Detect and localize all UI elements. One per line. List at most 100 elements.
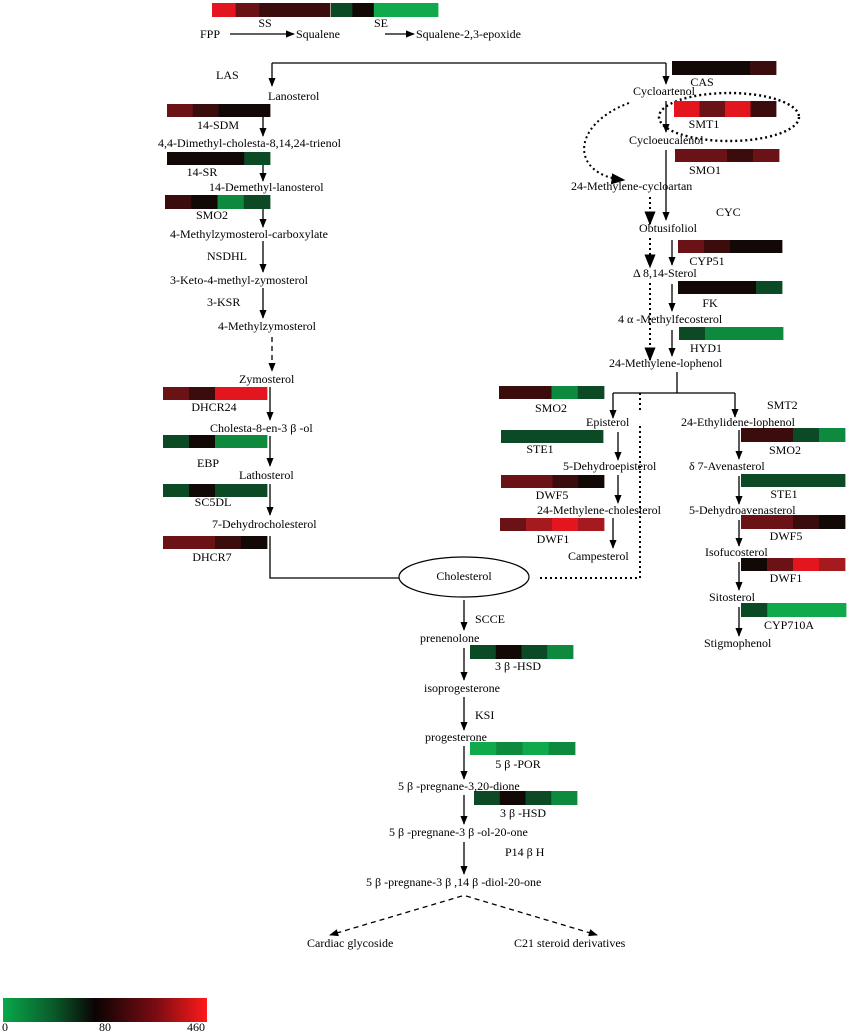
heatmap-cell bbox=[819, 515, 846, 529]
metabolite-stigmophenol: Stigmophenol bbox=[704, 636, 772, 650]
heatmap-cell bbox=[470, 742, 497, 755]
metabolite-isofucosterol: Isofucosterol bbox=[705, 545, 768, 559]
enzyme-hyd1: HYD1 bbox=[690, 341, 722, 355]
metabolite-cholesta: Cholesta-8-en-3 β -ol bbox=[210, 421, 313, 435]
heatmap-cell bbox=[243, 195, 271, 209]
metabolite-pregnane-diol: 5 β -pregnane-3 β ,14 β -diol-20-one bbox=[366, 875, 541, 889]
color-scale-tick: 80 bbox=[99, 1020, 111, 1033]
metabolite-dehydroepisterol: 5-Dehydroepisterol bbox=[563, 459, 657, 473]
heatmap-cell bbox=[163, 536, 190, 549]
enzyme-smo2-left: SMO2 bbox=[196, 208, 228, 222]
heatmap-cell bbox=[244, 152, 271, 165]
enzyme-sdm14: 14-SDM bbox=[197, 118, 239, 132]
heatmap-cell bbox=[741, 558, 768, 571]
heatmap-cell bbox=[215, 536, 242, 549]
heatmap-cell bbox=[192, 104, 219, 117]
heatmap-cell bbox=[241, 536, 268, 549]
heatmap-cell bbox=[189, 435, 216, 448]
dashed-arrow bbox=[465, 895, 598, 937]
enzyme-hsd3b-1: 3 β -HSD bbox=[495, 659, 541, 673]
heatmap-cell bbox=[750, 61, 777, 75]
metabolite-cycloartenol: Cycloartenol bbox=[633, 84, 696, 98]
heatmap-cell bbox=[767, 558, 794, 571]
heatmap-cell bbox=[577, 430, 604, 443]
heatmap-cell bbox=[704, 281, 731, 294]
heatmap-cell bbox=[793, 474, 820, 487]
heatmap-cell bbox=[525, 791, 552, 805]
enzyme-cyp710a: CYP710A bbox=[764, 618, 814, 632]
enzyme-sr14: 14-SR bbox=[187, 165, 218, 179]
enzyme-ste1-right: STE1 bbox=[770, 487, 797, 501]
heatmap-cell bbox=[526, 518, 553, 531]
heatmap-cell bbox=[725, 101, 751, 117]
heatmap-cell bbox=[191, 195, 218, 209]
heatmap-cell bbox=[163, 484, 190, 497]
metabolite-methylfecosterol: 4 α -Methylfecosterol bbox=[618, 312, 723, 326]
enzyme-smt1: SMT1 bbox=[689, 117, 720, 131]
enzyme-por5b: 5 β -POR bbox=[495, 757, 540, 771]
enzyme-ksr3: 3-KSR bbox=[207, 295, 240, 309]
heatmap-cell bbox=[730, 281, 757, 294]
heatmap-cell bbox=[167, 152, 194, 165]
heatmap-cell bbox=[306, 3, 331, 17]
enzyme-dhcr7: DHCR7 bbox=[192, 550, 231, 564]
heatmap-cell bbox=[767, 515, 794, 529]
heatmap-cell bbox=[217, 195, 245, 209]
metabolite-delta-sterol: Δ 8,14-Sterol bbox=[633, 266, 697, 280]
heatmap-cell bbox=[167, 104, 194, 117]
heatmap-cell bbox=[577, 386, 605, 399]
heatmap-cell bbox=[767, 474, 794, 487]
metabolite-isoprogesterone: isoprogesterone bbox=[424, 681, 500, 695]
enzyme-ste1-mid: STE1 bbox=[526, 442, 553, 456]
metabolite-pregnane-olone: 5 β -pregnane-3 β -ol-20-one bbox=[389, 825, 528, 839]
heatmap-cell bbox=[373, 3, 396, 17]
heatmap-cell bbox=[741, 603, 768, 617]
heatmap-cell bbox=[416, 3, 439, 17]
metabolite-squalene: Squalene bbox=[296, 27, 340, 41]
heatmap-cell bbox=[727, 149, 754, 162]
enzyme-se: SE bbox=[374, 16, 388, 30]
metabolite-ethylidene-lophenol: 24-Ethylidene-lophenol bbox=[681, 415, 796, 429]
heatmap-cell bbox=[163, 435, 190, 448]
enzyme-cyc: CYC bbox=[716, 205, 741, 219]
heatmap-cell bbox=[218, 152, 245, 165]
metabolite-dehydroavenasterol: 5-Dehydroavenasterol bbox=[689, 503, 796, 517]
metabolite-methylene-lophenol: 24-Methylene-lophenol bbox=[609, 356, 723, 370]
heatmap-cell bbox=[699, 101, 726, 117]
heatmap-cell bbox=[395, 3, 417, 17]
heatmap-cell bbox=[241, 484, 268, 497]
cholesterol-ellipse bbox=[398, 556, 530, 598]
enzyme-cyp51: CYP51 bbox=[689, 254, 724, 268]
metabolite-lathosterol: Lathosterol bbox=[239, 468, 294, 482]
heatmap-cell bbox=[526, 475, 553, 488]
smt1-highlight-ellipse bbox=[657, 91, 801, 143]
heatmap-cell bbox=[218, 104, 245, 117]
dotted-arrow bbox=[583, 102, 630, 185]
heatmap-cell bbox=[678, 240, 705, 253]
heatmap-cell bbox=[235, 3, 260, 17]
heatmap-cell bbox=[501, 475, 528, 488]
heatmap-cell bbox=[675, 149, 702, 162]
heatmap-cell bbox=[793, 558, 820, 571]
metabolite-keto: 3-Keto-4-methyl-zymosterol bbox=[170, 273, 309, 287]
enzyme-dwf1-right: DWF1 bbox=[770, 571, 803, 585]
heatmap-cell bbox=[241, 435, 268, 448]
enzyme-smo2-right: SMO2 bbox=[769, 443, 801, 457]
heatmap-cell bbox=[495, 645, 522, 659]
heatmap-cell bbox=[501, 430, 527, 443]
heatmap-cell bbox=[672, 61, 699, 75]
heatmap-cell bbox=[793, 428, 820, 442]
heatmap-cell bbox=[189, 536, 216, 549]
metabolite-obtusifoliol: Obtusifoliol bbox=[639, 221, 698, 235]
metabolite-sitosterol: Sitosterol bbox=[709, 590, 756, 604]
heatmap-cell bbox=[705, 327, 732, 340]
heatmap-cell bbox=[331, 3, 353, 17]
heatmap-cell bbox=[163, 387, 190, 400]
enzyme-hsd3b-2: 3 β -HSD bbox=[500, 806, 546, 820]
heatmap-cell bbox=[757, 327, 784, 340]
heatmap-cell bbox=[819, 428, 846, 442]
heatmap-cell bbox=[352, 3, 375, 17]
